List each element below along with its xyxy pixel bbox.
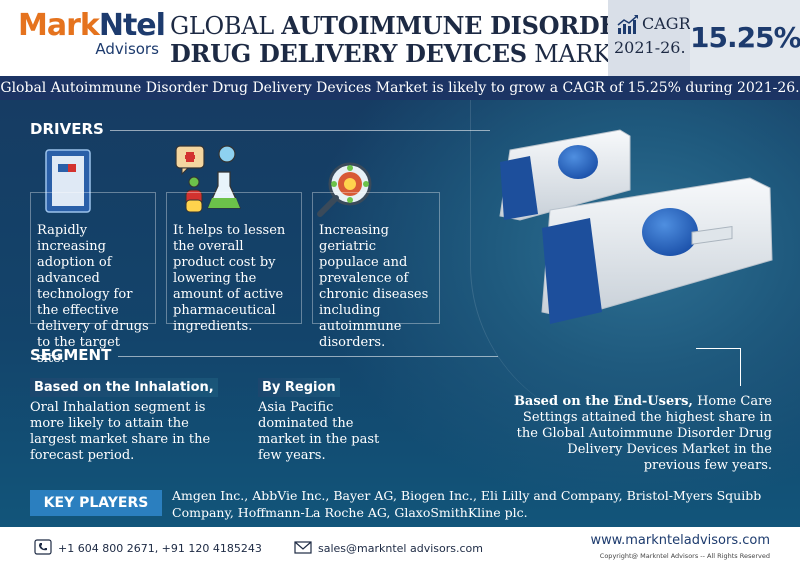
segment-heading: SEGMENT	[30, 346, 112, 364]
region-title: By Region	[258, 378, 340, 397]
callout-line-vertical	[740, 348, 741, 386]
virus-magnifier-icon	[317, 162, 372, 217]
header: MarkNtel Advisors GLOBAL AUTOIMMUNE DISO…	[0, 0, 800, 76]
pharma-icon	[175, 145, 241, 213]
footer-email[interactable]: sales@markntel advisors.com	[318, 542, 483, 555]
footer-copyright: Copyright@ Markntel Advisors -- All Righ…	[599, 552, 770, 560]
logo: MarkNtel Advisors	[18, 8, 166, 59]
logo-ntel-text: Ntel	[98, 8, 166, 43]
driver-card-2: It helps to lessen the overall product c…	[166, 192, 302, 334]
region-text: Asia Pacific dominated the market in the…	[258, 400, 380, 463]
email-icon	[294, 541, 312, 554]
footer-phone: +1 604 800 2671, +91 120 4185243	[58, 542, 262, 555]
inhalation-title: Based on the Inhalation,	[30, 378, 218, 397]
driver-card-3: Increasing geriatric populace and preval…	[312, 192, 440, 350]
decorative-curve	[470, 100, 800, 430]
logo-subtitle: Advisors	[95, 40, 159, 58]
cagr-years: 2021-26.	[614, 38, 686, 57]
drivers-heading: DRIVERS	[30, 120, 104, 138]
device-icon	[45, 149, 91, 213]
footer-website[interactable]: www.marknteladvisors.com	[590, 533, 770, 548]
segment-divider	[118, 356, 498, 357]
enduser-bold: Based on the End-Users,	[513, 394, 693, 409]
subtitle-banner: Global Autoimmune Disorder Drug Delivery…	[0, 76, 800, 100]
cagr-value: 15.25%	[690, 0, 800, 76]
enduser-text: Based on the End-Users, Home Care Settin…	[510, 394, 772, 474]
inhalation-text: Oral Inhalation segment is more likely t…	[30, 400, 211, 463]
logo-mark-text: Mark	[18, 8, 100, 43]
growth-chart-icon	[617, 15, 638, 34]
title-line2-bold: DRUG DELIVERY DEVICES	[170, 39, 527, 68]
key-players-text: Amgen Inc., AbbVie Inc., Bayer AG, Bioge…	[172, 488, 762, 520]
footer: +1 604 800 2671, +91 120 4185243 sales@m…	[0, 527, 800, 567]
driver-text-3: Increasing geriatric populace and preval…	[319, 223, 429, 350]
driver-text-1: Rapidly increasing adoption of advanced …	[37, 223, 149, 366]
callout-line-horizontal	[696, 348, 740, 349]
page-title: GLOBAL AUTOIMMUNE DISORDER DRUG DELIVERY…	[170, 11, 644, 69]
driver-text-2: It helps to lessen the overall product c…	[173, 223, 286, 334]
title-line1-light: GLOBAL	[170, 12, 282, 40]
main-panel: DRIVERS Rapidly increasing adoption of a…	[0, 100, 800, 527]
drivers-divider	[110, 130, 490, 131]
driver-card-1: Rapidly increasing adoption of advanced …	[30, 192, 156, 366]
drug-delivery-device-image	[499, 129, 773, 324]
cagr-box: CAGR 2021-26.	[608, 0, 691, 76]
key-players-label: KEY PLAYERS	[30, 490, 162, 516]
phone-icon	[34, 539, 52, 555]
enduser-body: Home Care Settings attained the highest …	[516, 394, 772, 473]
cagr-label: CAGR	[642, 14, 691, 33]
title-line1-bold: AUTOIMMUNE DISORDER	[281, 11, 637, 40]
